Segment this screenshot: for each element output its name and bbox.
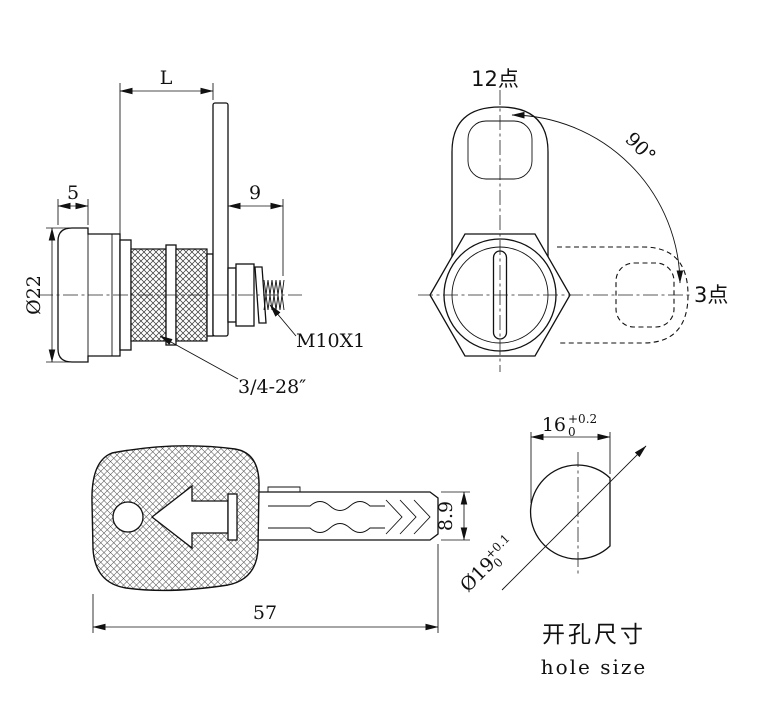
dimension-hole-diameter: Ø19 +0.1 0 (456, 531, 513, 596)
spring-washer (254, 266, 267, 324)
dim-16-label: 16 (542, 414, 566, 436)
hole-size-drawing: 16 +0.2 0 Ø19 +0.1 0 开孔尺寸 hole size (456, 412, 648, 679)
dimension-head-5: 5 (57, 182, 89, 225)
pos-12-label: 12点 (471, 67, 519, 91)
key-blade-cuts (267, 486, 431, 535)
key-blade (255, 491, 439, 541)
dimension-blade-width: 8.9 (435, 491, 470, 541)
dimension-key-length: 57 (92, 544, 439, 633)
lock-side-view: L 5 9 Ø22 M10X1 3/4-28″ (23, 67, 365, 398)
key-head-hole (112, 501, 144, 533)
hole-caption-cn: 开孔尺寸 (542, 622, 646, 648)
dim-L-label: L (160, 67, 173, 89)
key-head-emblem-bar (227, 493, 238, 541)
dim-9-label: 9 (249, 182, 261, 204)
cam-front-view: 12点 90° 3点 (418, 67, 728, 372)
pos-3-label: 3点 (694, 283, 728, 307)
hole-diameter-line (501, 445, 647, 591)
dim-d22-label: Ø22 (23, 275, 45, 315)
rotation-arc (511, 111, 684, 284)
dim-16-tol-minus: 0 (568, 425, 576, 439)
dimension-L: L (119, 67, 214, 237)
dim-16-tol-plus: +0.2 (568, 412, 597, 426)
dimension-stud-9: 9 (227, 182, 284, 276)
m10x1-text: M10X1 (296, 330, 365, 352)
dim-8-9-label: 8.9 (435, 501, 457, 531)
label-m10x1: M10X1 (269, 304, 365, 352)
hole-caption-en: hole size (541, 655, 648, 679)
dim-57-label: 57 (253, 602, 277, 624)
dim-5-label: 5 (67, 182, 79, 204)
body-thread-text: 3/4-28″ (238, 376, 306, 398)
label-body-thread: 3/4-28″ (159, 335, 306, 398)
d-hole-outline (529, 464, 611, 560)
key-drawing: 8.9 57 (91, 445, 470, 633)
cam-plate-side (212, 102, 229, 337)
dimension-hole-flat: 16 +0.2 0 (530, 412, 611, 503)
